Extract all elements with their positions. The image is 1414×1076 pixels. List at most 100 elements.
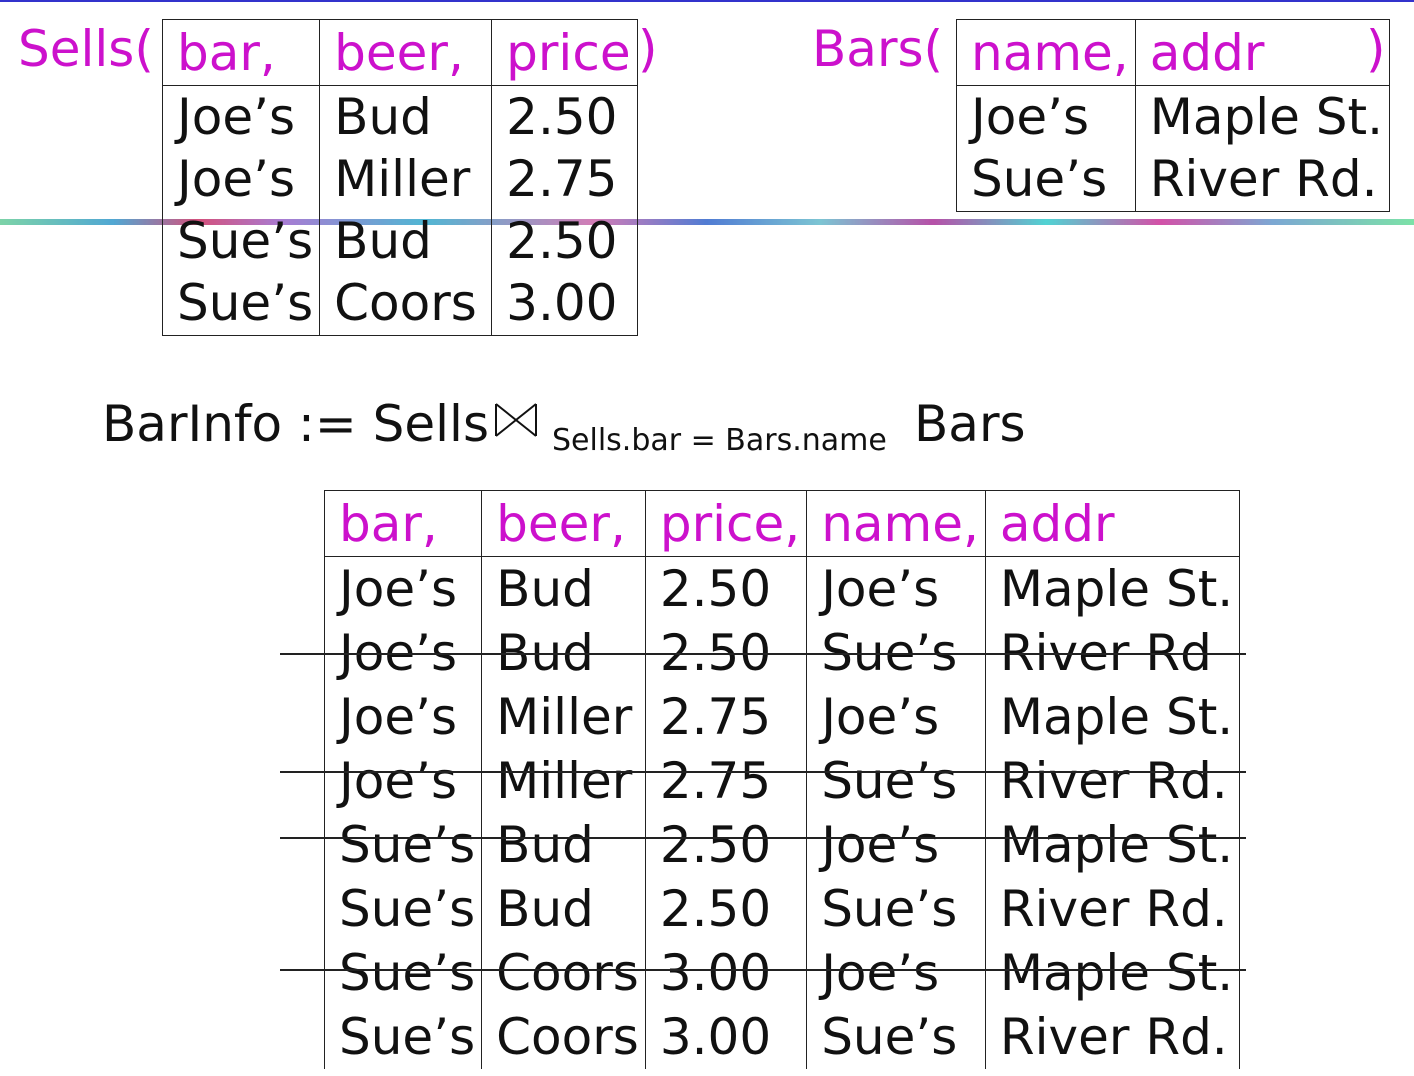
sells-row: Joe’s Bud 2.50 (161, 85, 638, 148)
barinfo-cell: Sue’s (323, 940, 483, 1005)
barinfo-cell: Joe’s (323, 684, 483, 749)
barinfo-header-row: bar, beer, price, name, addr (323, 490, 1241, 557)
barinfo-cell: Joe’s (323, 620, 483, 685)
bars-cell: Sue’s (956, 147, 1136, 212)
expression-rhs: Bars (914, 395, 1026, 453)
barinfo-cell: Bud (481, 556, 646, 621)
sells-header-price: price (491, 19, 638, 86)
barinfo-cell: Miller (481, 684, 646, 749)
barinfo-cell: Bud (481, 812, 646, 877)
bars-header-addr: addr (1134, 19, 1391, 86)
barinfo-row: Joe’s Bud 2.50 Sue’s River Rd (323, 620, 1241, 685)
bars-prefix: Bars( (812, 20, 944, 78)
barinfo-cell: Bud (481, 620, 646, 685)
barinfo-cell: River Rd (984, 620, 1241, 685)
barinfo-cell: River Rd. (984, 748, 1241, 813)
barinfo-cell: Sue’s (806, 876, 986, 941)
barinfo-cell: Sue’s (806, 748, 986, 813)
sells-cell: Joe’s (161, 85, 321, 148)
barinfo-cell: 2.75 (644, 748, 808, 813)
sells-cell: 2.50 (491, 85, 638, 148)
strikethrough-row-7 (280, 969, 1246, 971)
barinfo-cell: Bud (481, 876, 646, 941)
barinfo-cell: 2.50 (644, 620, 808, 685)
sells-header-bar: bar, (161, 19, 321, 86)
sells-cell: Bud (319, 209, 493, 272)
expression-lhs: BarInfo := Sells (102, 395, 489, 453)
sells-header-row: bar, beer, price (161, 19, 638, 86)
strikethrough-row-5 (280, 837, 1246, 839)
barinfo-cell: Maple St. (984, 556, 1241, 621)
barinfo-cell: Joe’s (323, 556, 483, 621)
barinfo-header-price: price, (644, 490, 808, 557)
sells-cell: Bud (319, 85, 493, 148)
barinfo-cell: 2.75 (644, 684, 808, 749)
barinfo-header-name: name, (806, 490, 986, 557)
barinfo-cell: Sue’s (323, 1004, 483, 1069)
join-condition: Sells.bar = Bars.name (552, 423, 887, 458)
bars-cell: Maple St. (1134, 85, 1391, 148)
sells-table: bar, beer, price Joe’s Bud 2.50 Joe’s Mi… (161, 19, 638, 336)
top-rule-line (0, 0, 1414, 2)
barinfo-cell: Coors (481, 940, 646, 1005)
sells-row: Sue’s Coors 3.00 (161, 271, 638, 336)
barinfo-cell: Sue’s (806, 1004, 986, 1069)
bars-cell: Joe’s (956, 85, 1136, 148)
barinfo-row: Sue’s Bud 2.50 Sue’s River Rd. (323, 876, 1241, 941)
bowtie-join-icon (495, 403, 537, 437)
barinfo-header-addr: addr (984, 490, 1241, 557)
sells-row: Joe’s Miller 2.75 (161, 147, 638, 210)
barinfo-cell: 3.00 (644, 1004, 808, 1069)
sells-suffix: ) (638, 20, 658, 78)
barinfo-cell: Sue’s (806, 620, 986, 685)
bars-table: name, addr Joe’s Maple St. Sue’s River R… (956, 19, 1391, 212)
sells-row: Sue’s Bud 2.50 (161, 209, 638, 272)
strikethrough-row-4 (280, 771, 1246, 773)
barinfo-cell: River Rd. (984, 876, 1241, 941)
bars-row: Sue’s River Rd. (956, 147, 1391, 212)
barinfo-cell: Joe’s (806, 684, 986, 749)
barinfo-header-beer: beer, (481, 490, 646, 557)
barinfo-cell: 3.00 (644, 940, 808, 1005)
barinfo-row: Sue’s Coors 3.00 Sue’s River Rd. (323, 1004, 1241, 1069)
barinfo-row: Sue’s Bud 2.50 Joe’s Maple St. (323, 812, 1241, 877)
barinfo-row: Joe’s Miller 2.75 Sue’s River Rd. (323, 748, 1241, 813)
barinfo-table: bar, beer, price, name, addr Joe’s Bud 2… (323, 490, 1241, 1069)
barinfo-cell: Miller (481, 748, 646, 813)
barinfo-cell: Joe’s (806, 556, 986, 621)
barinfo-cell: River Rd. (984, 1004, 1241, 1069)
barinfo-cell: Maple St. (984, 684, 1241, 749)
barinfo-cell: 2.50 (644, 556, 808, 621)
sells-cell: Joe’s (161, 147, 321, 210)
barinfo-cell: Maple St. (984, 940, 1241, 1005)
barinfo-cell: 2.50 (644, 812, 808, 877)
sells-cell: Sue’s (161, 271, 321, 336)
bars-cell: River Rd. (1134, 147, 1391, 212)
strikethrough-row-2 (280, 653, 1246, 655)
barinfo-cell: Sue’s (323, 876, 483, 941)
top-rule (0, 0, 1414, 2)
sells-cell: 3.00 (491, 271, 638, 336)
barinfo-row: Joe’s Bud 2.50 Joe’s Maple St. (323, 556, 1241, 621)
sells-cell: Miller (319, 147, 493, 210)
bars-row: Joe’s Maple St. (956, 85, 1391, 148)
barinfo-cell: Joe’s (806, 812, 986, 877)
barinfo-cell: Sue’s (323, 812, 483, 877)
barinfo-cell: Joe’s (323, 748, 483, 813)
sells-cell: 2.50 (491, 209, 638, 272)
sells-cell: Coors (319, 271, 493, 336)
barinfo-row: Sue’s Coors 3.00 Joe’s Maple St. (323, 940, 1241, 1005)
sells-cell: 2.75 (491, 147, 638, 210)
barinfo-cell: Coors (481, 1004, 646, 1069)
barinfo-cell: Maple St. (984, 812, 1241, 877)
bars-header-name: name, (956, 19, 1136, 86)
barinfo-cell: Joe’s (806, 940, 986, 1005)
bars-header-row: name, addr (956, 19, 1391, 86)
barinfo-row: Joe’s Miller 2.75 Joe’s Maple St. (323, 684, 1241, 749)
sells-header-beer: beer, (319, 19, 493, 86)
barinfo-header-bar: bar, (323, 490, 483, 557)
sells-cell: Sue’s (161, 209, 321, 272)
decorative-band (0, 219, 1414, 225)
sells-prefix: Sells( (18, 20, 154, 78)
barinfo-cell: 2.50 (644, 876, 808, 941)
